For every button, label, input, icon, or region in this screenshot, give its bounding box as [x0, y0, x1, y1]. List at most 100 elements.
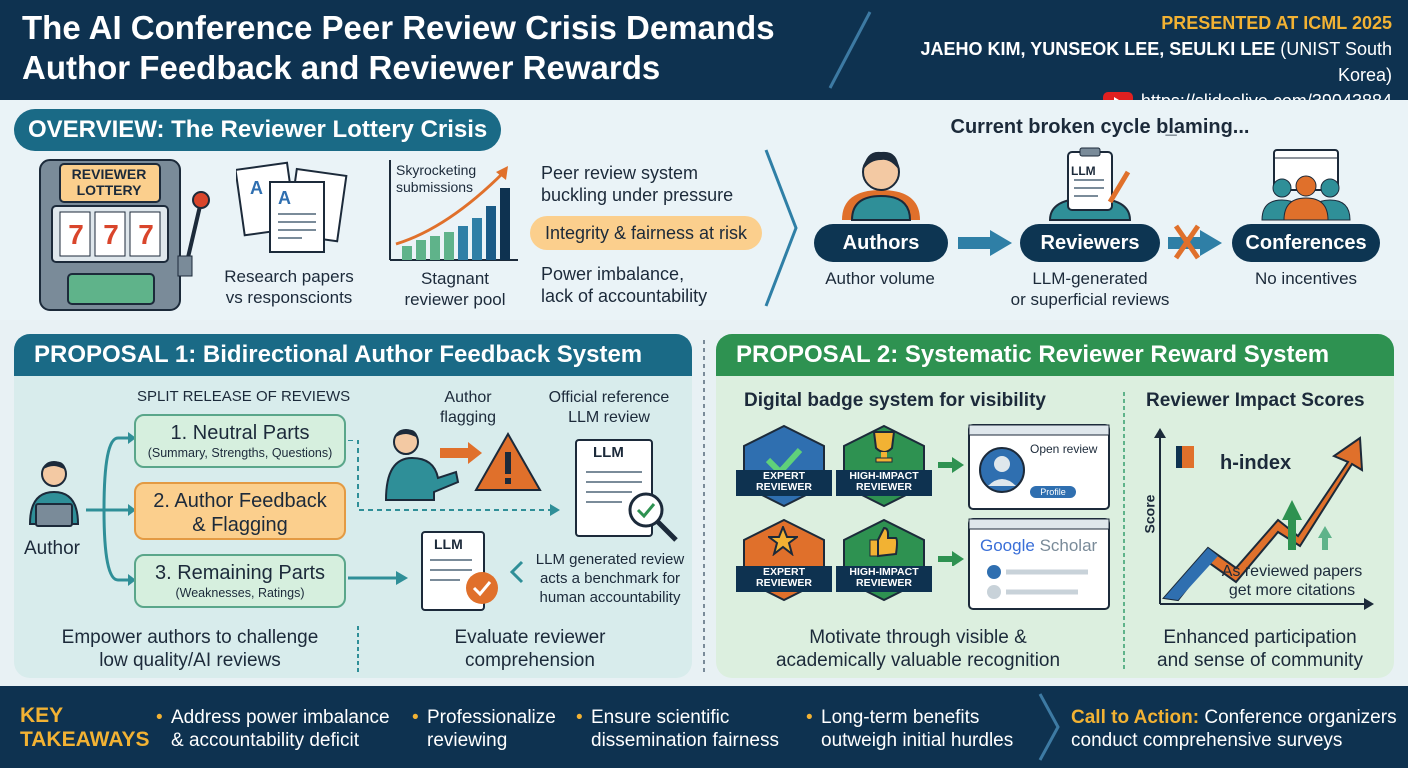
takeaway1-line1: Address power imbalance [171, 707, 390, 728]
step3-subtitle: (Weaknesses, Ratings) [175, 586, 305, 600]
point1-line2: buckling under pressure [541, 185, 734, 205]
badge-icon [736, 424, 932, 602]
cross-icon [1168, 224, 1222, 260]
p2-bottom-left-2: academically valuable recognition [775, 650, 1061, 671]
split-title: SPLIT RELEASE OF REVIEWS [137, 388, 351, 405]
bench-line-2: acts a benchmark for [539, 570, 681, 587]
panel-divider [703, 340, 705, 676]
title-line-2: Author Feedback and Reviewer Rewards [22, 49, 661, 86]
lottery-label-2: LOTTERY [76, 182, 142, 198]
trend-arrow-icon [1154, 428, 1374, 610]
takeaway3-line1: Ensure scientific [591, 707, 730, 728]
profile-button: Profile [1040, 487, 1066, 497]
badge4-line2: REVIEWER [855, 577, 912, 589]
overview-heading: OVERVIEW: The Reviewer Lottery Crisis [14, 109, 502, 151]
badge1-line2: REVIEWER [755, 481, 812, 493]
step2-title-1: 2. Author Feedback [153, 490, 327, 512]
chart-caption-1: Stagnant [420, 269, 490, 288]
authors: JAEHO KIM, YUNSEOK LEE, SEULKI LEE [920, 39, 1276, 59]
p1-bottom-left-2: low quality/AI reviews [99, 650, 281, 671]
cta-bold: Call to Action: [1071, 707, 1200, 728]
presentation-info: PRESENTED AT ICML 2025 JAEHO KIM, YUNSEO… [892, 10, 1392, 114]
reviewers-pill: Reviewers [1020, 224, 1160, 262]
point3-line1: Power imbalance, [541, 264, 685, 284]
authors-caption: Author volume [825, 269, 935, 288]
group-icon [1261, 149, 1351, 221]
reel-1: 7 [68, 219, 84, 250]
page-title: The AI Conference Peer Review Crisis Dem… [22, 8, 822, 88]
chevron-divider [764, 149, 798, 307]
hindex-label: h-index [1220, 452, 1292, 474]
ref-label-1: Official reference [548, 389, 670, 406]
bench-line-3: human accountability [539, 589, 681, 606]
papers-caption-2: vs responscionts [225, 288, 353, 307]
p2-divider [1123, 392, 1125, 672]
bench-line-1: LLM generated review [535, 551, 685, 568]
scholar-word-text: Scholar [1039, 536, 1098, 555]
chart-label-2: submissions [396, 179, 474, 195]
scholar-card-icon [968, 518, 1110, 610]
reel-2: 7 [103, 219, 119, 250]
cycle-title: Current broken cycle bl̲aming... [950, 116, 1250, 138]
person-icon [842, 151, 920, 221]
p1-bottom-right-1: Evaluate reviewer [454, 627, 606, 648]
p2-bottom-right-2: and sense of community [1157, 650, 1363, 671]
svg-text:A: A [250, 178, 263, 198]
step2-box: 2. Author Feedback & Flagging [134, 482, 346, 540]
papers-caption-1: Research papers [224, 267, 354, 286]
badge3-line2: REVIEWER [755, 577, 812, 589]
takeaways-label-1: KEY [20, 704, 64, 727]
takeaway4-line2: outweigh initial hurdles [821, 730, 1014, 751]
step3-title: 3. Remaining Parts [154, 562, 326, 584]
document-icon [575, 439, 678, 542]
footer-bar [0, 686, 1408, 768]
llm-icon-label: LLM [1071, 164, 1096, 178]
laptop-user-icon [28, 461, 80, 527]
header-bar [0, 0, 1408, 100]
footer-chevron [1038, 693, 1060, 761]
clipboard-icon [1048, 147, 1132, 221]
badge4-line1: HIGH-IMPACT [849, 566, 919, 578]
cta-line1: Conference organizers [1199, 707, 1397, 728]
chevron-left-icon [509, 560, 524, 584]
trophy-icon [872, 431, 896, 463]
flow-arrows [348, 440, 560, 585]
flag-label-1: Author [444, 389, 492, 406]
chart-label-1: Skyrocketing [396, 162, 477, 178]
takeaway1-line2: & accountability deficit [171, 730, 359, 751]
chart-caption-2: reviewer pool [404, 290, 506, 309]
author-label: Author [24, 538, 80, 559]
arrow-icon [958, 230, 1012, 256]
reviewers-caption-2: or superficial reviews [1010, 290, 1170, 309]
point2-highlight: Integrity & fairness at risk [530, 216, 762, 250]
open-review-label: Open review [1030, 442, 1098, 456]
proposal1-heading: PROPOSAL 1: Bidirectional Author Feedbac… [14, 334, 692, 376]
p1-bottom-right-2: comprehension [465, 650, 595, 671]
llm-doc-label: LLM [593, 444, 624, 461]
conferences-pill: Conferences [1232, 224, 1380, 262]
takeaway3-line2: dissemination fairness [591, 730, 779, 751]
badge1-line1: EXPERT [762, 470, 805, 482]
p1-divider [357, 626, 359, 674]
star-icon [768, 526, 798, 556]
impact-note-1: As reviewed papers [1221, 563, 1363, 580]
growth-chart-icon [389, 160, 518, 261]
presented-at: PRESENTED AT ICML 2025 [1161, 13, 1392, 33]
step1-title: 1. Neutral Parts [170, 422, 310, 444]
warning-icon [384, 429, 542, 501]
thumbs-up-icon [869, 526, 898, 558]
p2-bottom-right-1: Enhanced participation [1163, 627, 1357, 648]
scholar-google-text: Google [980, 536, 1035, 555]
point1-line1: Peer review system [541, 163, 699, 183]
authors-pill: Authors [814, 224, 948, 262]
reviewers-caption-1: LLM-generated [1032, 269, 1148, 288]
takeaway2-line1: Professionalize [427, 707, 556, 728]
badge3-line1: EXPERT [762, 566, 805, 578]
svg-text:A: A [278, 188, 291, 208]
badge-arrows [938, 457, 964, 566]
conferences-caption: No incentives [1254, 269, 1358, 288]
badge2-line2: REVIEWER [855, 481, 912, 493]
impact-title: Reviewer Impact Scores [1146, 390, 1365, 411]
slot-machine-icon [39, 159, 210, 311]
point3-line2: lack of accountability [541, 286, 708, 306]
